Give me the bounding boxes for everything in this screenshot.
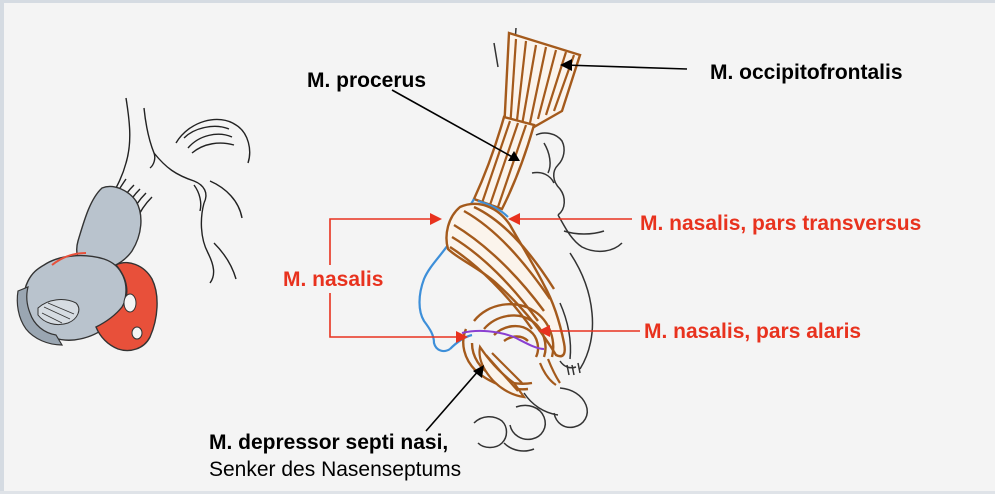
- label-nasalis-transversus: M. nasalis, pars transversus: [640, 212, 921, 236]
- depressor-septi-muscle: [479, 347, 560, 397]
- nasalis-alaris-muscle: [463, 304, 553, 389]
- nasal-cartilages: [17, 186, 157, 350]
- label-occipitofrontalis: M. occipitofrontalis: [710, 61, 903, 85]
- label-depressor-german: Senker des Nasenseptums: [209, 458, 461, 482]
- label-nasalis-alaris: M. nasalis, pars alaris: [644, 320, 861, 344]
- label-procerus: M. procerus: [307, 69, 426, 93]
- label-nasalis: M. nasalis: [283, 268, 383, 292]
- label-depressor: M. depressor septi nasi,: [209, 431, 448, 455]
- procerus-muscle: [474, 117, 534, 209]
